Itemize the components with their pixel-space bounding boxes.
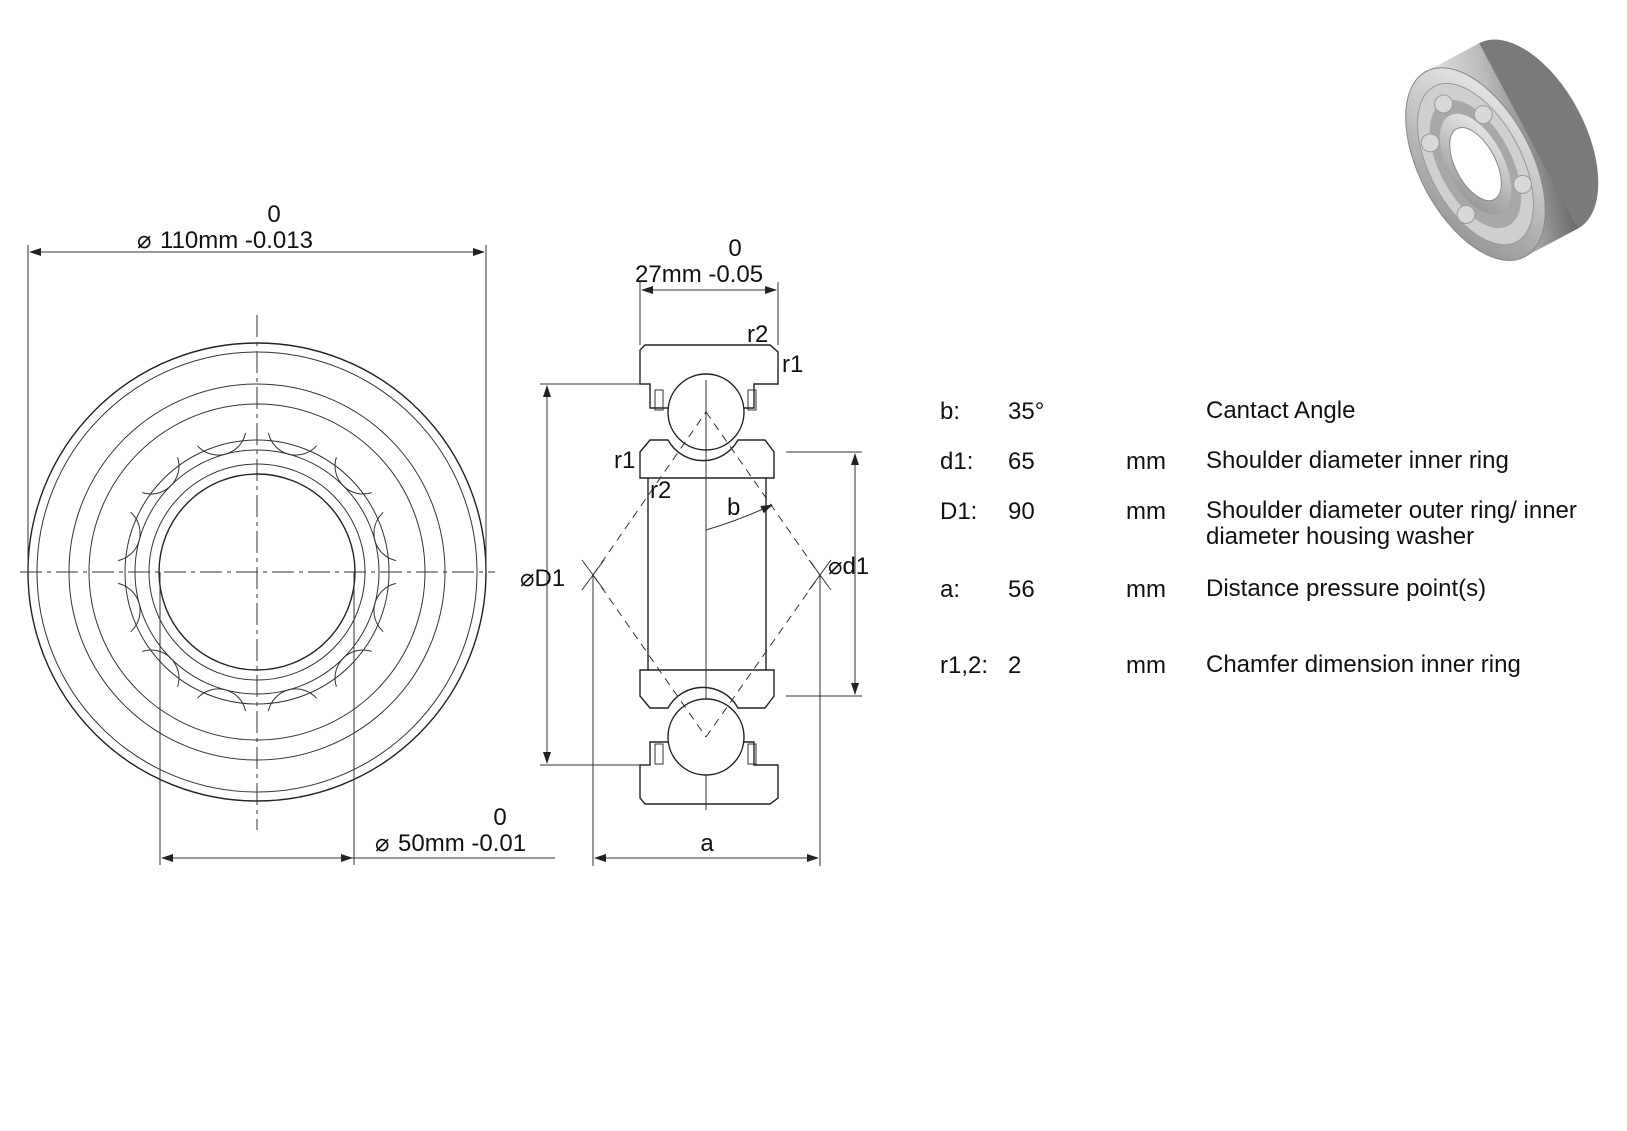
ball-outline <box>334 457 372 495</box>
inner-ring-section-top <box>639 439 775 479</box>
spec-value: 35° <box>1008 398 1045 425</box>
D1-label: ⌀D1 <box>520 565 565 592</box>
d1-label: ⌀d1 <box>828 553 869 580</box>
a-label: a <box>700 830 714 857</box>
ball-arcs <box>117 432 397 712</box>
outer-diameter-symbol: ⌀ <box>137 227 151 254</box>
inner-ring-section-bottom <box>639 669 775 709</box>
spec-unit: mm <box>1126 576 1166 603</box>
outer-tolerance-upper: 0 <box>267 201 280 228</box>
spec-value: 65 <box>1008 448 1035 475</box>
bearing-render-image <box>1405 39 1599 261</box>
spec-unit: mm <box>1126 498 1166 525</box>
width-value: 27mm -0.05 <box>635 261 763 288</box>
r2-top-label: r2 <box>747 321 768 348</box>
r1-top-label: r1 <box>782 351 803 378</box>
spec-description: Chamfer dimension inner ring <box>1206 651 1521 678</box>
spec-description: Shoulder diameter inner ring <box>1206 447 1509 474</box>
front-view <box>20 315 495 830</box>
spec-unit: mm <box>1126 652 1166 679</box>
ball-outline <box>197 432 247 456</box>
d1-dimension: ⌀d1 <box>786 451 869 697</box>
bore-tolerance-upper: 0 <box>493 804 506 831</box>
a-dimension: a <box>592 575 821 866</box>
spec-key: r1,2: <box>940 652 989 679</box>
section-view: b <box>581 344 832 810</box>
spec-key: a: <box>940 576 961 603</box>
spec-description: Distance pressure point(s) <box>1206 575 1487 602</box>
spec-value: 56 <box>1008 576 1035 603</box>
spec-row: D1: 90 mm Shoulder diameter outer ring/ … <box>940 498 1627 576</box>
spec-unit: mm <box>1126 448 1166 475</box>
ball-outline <box>117 582 141 632</box>
angle-label: b <box>727 494 740 521</box>
spec-table: b: 35° Cantact Angle d1: 65 mm Shoulder … <box>940 398 1627 702</box>
ball-outline <box>334 649 372 687</box>
bore-diameter-value: 50mm -0.01 <box>398 830 526 857</box>
spec-description: Shoulder diameter outer ring/ inner diam… <box>1206 497 1577 550</box>
spec-key: d1: <box>940 448 974 475</box>
ball-outline <box>117 512 141 562</box>
r2-left-label: r2 <box>650 477 671 504</box>
ball-outline <box>267 432 317 456</box>
ball-outline <box>197 688 247 712</box>
outer-diameter-dimension: 0 ⌀ 110mm -0.013 <box>27 201 487 572</box>
spec-row: a: 56 mm Distance pressure point(s) <box>940 576 1627 652</box>
ball-outline <box>373 582 397 632</box>
spec-key: D1: <box>940 498 978 525</box>
r1-left-label: r1 <box>614 447 635 474</box>
spec-row: b: 35° Cantact Angle <box>940 398 1627 448</box>
ball-outline <box>373 512 397 562</box>
bore-diameter-symbol: ⌀ <box>375 830 389 857</box>
D1-dimension: ⌀D1 <box>520 383 650 766</box>
ball-outline <box>142 649 180 687</box>
ball-outline <box>142 457 180 495</box>
width-dimension: 0 27mm -0.05 <box>635 235 779 345</box>
spec-value: 90 <box>1008 498 1035 525</box>
spec-description: Cantact Angle <box>1206 397 1356 424</box>
bore-diameter-dimension: 0 ⌀ 50mm -0.01 <box>159 572 555 865</box>
spec-value: 2 <box>1008 652 1022 679</box>
spec-row: r1,2: 2 mm Chamfer dimension inner ring <box>940 652 1627 702</box>
spec-row: d1: 65 mm Shoulder diameter inner ring <box>940 448 1627 498</box>
spec-key: b: <box>940 398 961 425</box>
ball-outline <box>267 688 317 712</box>
outer-diameter-value: 110mm -0.013 <box>160 227 313 254</box>
width-tolerance-upper: 0 <box>728 235 741 262</box>
